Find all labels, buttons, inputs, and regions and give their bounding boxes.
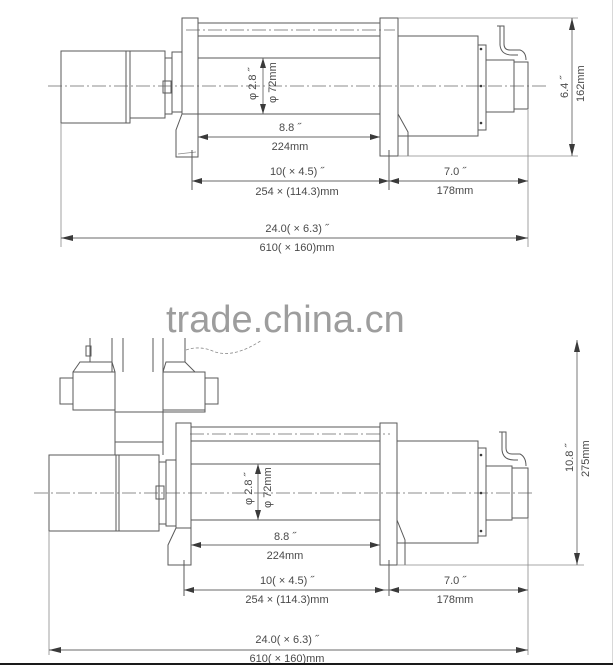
top-height-mm: 162mm [575, 65, 587, 102]
top-height-in: 6.4 ˝ [559, 75, 571, 98]
top-drum-len-in: 8.8 ˝ [279, 122, 302, 134]
bottom-right-bracket [379, 422, 398, 566]
arrow-down [569, 144, 575, 156]
top-drum-dia-mm: φ 72mm [267, 62, 279, 103]
top-drum-len-mm: 224mm [272, 141, 309, 153]
top-clutch-knob [162, 80, 172, 94]
top-left-bracket [181, 17, 199, 115]
bottom-overall-mm: 610( × 160)mm [250, 653, 325, 665]
bottom-bolt-3 [479, 529, 483, 533]
bottom-left-foot [167, 527, 192, 566]
arrow-left [192, 178, 202, 184]
top-gearbox-housing [60, 50, 127, 124]
arrow-up [260, 58, 266, 68]
bottom-height-mm: 275mm [580, 440, 592, 477]
arrow-right [518, 587, 528, 593]
bottom-bolt-1 [479, 453, 483, 457]
top-gearbox-ring [125, 50, 131, 124]
top-cable-fitting [497, 25, 527, 61]
top-cable-fitting-inner [499, 26, 518, 56]
bottom-motor-mm: 178mm [437, 594, 474, 606]
arrow-down [260, 104, 266, 114]
top-overall-mm: 610( × 160)mm [260, 242, 335, 254]
bottom-right-foot [396, 519, 406, 565]
arrow-down [574, 553, 580, 565]
valve-nut [85, 345, 92, 357]
valve-upper [90, 361, 206, 413]
top-mount-in: 10( × 4.5) ˝ [270, 166, 325, 178]
bottom-border [0, 663, 613, 665]
arrow-right [370, 542, 380, 548]
arrow-right [375, 587, 385, 593]
top-bolt-1 [479, 47, 483, 51]
bottom-mount-mm: 254 × (114.3)mm [245, 594, 328, 606]
bottom-motor-in: 7.0 ˝ [444, 575, 467, 587]
bottom-drum-dia-in: φ 2.8 ˝ [243, 471, 255, 505]
top-drum-dia-in: φ 2.8 ˝ [247, 66, 259, 100]
bottom-view: φ 2.8 ˝ φ 72mm 8.8 ˝ 224mm 10( × 4.5) ˝ … [34, 338, 592, 665]
arrow-left [389, 587, 399, 593]
arrow-right [518, 178, 528, 184]
bottom-left-bracket [175, 422, 192, 529]
arrow-right [370, 134, 380, 140]
top-motor-mm: 178mm [437, 185, 474, 197]
arrow-down [255, 510, 261, 520]
watermark-text: trade.china.cn [166, 299, 405, 341]
bottom-clutch-knob [155, 485, 165, 500]
valve-left-coil [72, 371, 116, 411]
arrow-left [184, 587, 194, 593]
bottom-cable-fitting [499, 431, 527, 467]
valve-wire [185, 339, 263, 354]
bottom-drum-len-mm: 224mm [267, 550, 304, 562]
arrow-up [569, 18, 575, 30]
top-brake-housing [129, 50, 166, 119]
bottom-motor-body [396, 440, 479, 544]
arrow-right [516, 235, 528, 241]
bottom-drum-dia-mm: φ 72mm [262, 467, 274, 508]
valve-right-cap [204, 377, 219, 405]
top-overall-in: 24.0( × 6.3) ˝ [265, 223, 330, 235]
top-bolt-2 [479, 84, 483, 88]
arrow-right [516, 647, 528, 653]
arrow-right [379, 178, 389, 184]
bottom-motor-endcap [477, 447, 487, 537]
top-clutch-plate [171, 51, 183, 113]
bottom-bolt-2 [479, 491, 483, 495]
arrow-left [61, 235, 73, 241]
arrow-left [191, 542, 201, 548]
bottom-motor-terminal [511, 467, 529, 519]
valve-right-coil [162, 371, 206, 411]
top-right-foot [397, 113, 409, 156]
top-left-foot [175, 113, 199, 158]
valve-left-cap [59, 377, 74, 405]
top-motor-in: 7.0 ˝ [444, 166, 467, 178]
top-left-foot-edge [177, 151, 197, 155]
bottom-drum-len-in: 8.8 ˝ [274, 531, 297, 543]
top-view: φ 2.8 ˝ φ 72mm 8.8 ˝ 224mm 10( × 4.5) ˝ … [48, 17, 587, 254]
top-right-bracket [379, 17, 399, 157]
top-bolt-3 [479, 121, 483, 125]
arrow-left [198, 134, 208, 140]
bottom-cable-fitting-inner [501, 432, 518, 461]
top-mount-mm: 254 × (114.3)mm [255, 186, 338, 198]
bottom-overall-in: 24.0( × 6.3) ˝ [255, 634, 320, 646]
top-motor-terminal [513, 61, 529, 110]
bottom-mount-in: 10( × 4.5) ˝ [260, 575, 315, 587]
top-motor-endcap [477, 44, 487, 131]
arrow-left [49, 647, 61, 653]
valve-body [114, 411, 164, 443]
arrow-up [255, 464, 261, 474]
arrow-left [389, 178, 399, 184]
bottom-height-in: 10.8 ˝ [564, 443, 576, 472]
valve-left-chamfer [72, 361, 90, 373]
bottom-solenoid-valve [59, 338, 263, 455]
arrow-up [574, 340, 580, 352]
